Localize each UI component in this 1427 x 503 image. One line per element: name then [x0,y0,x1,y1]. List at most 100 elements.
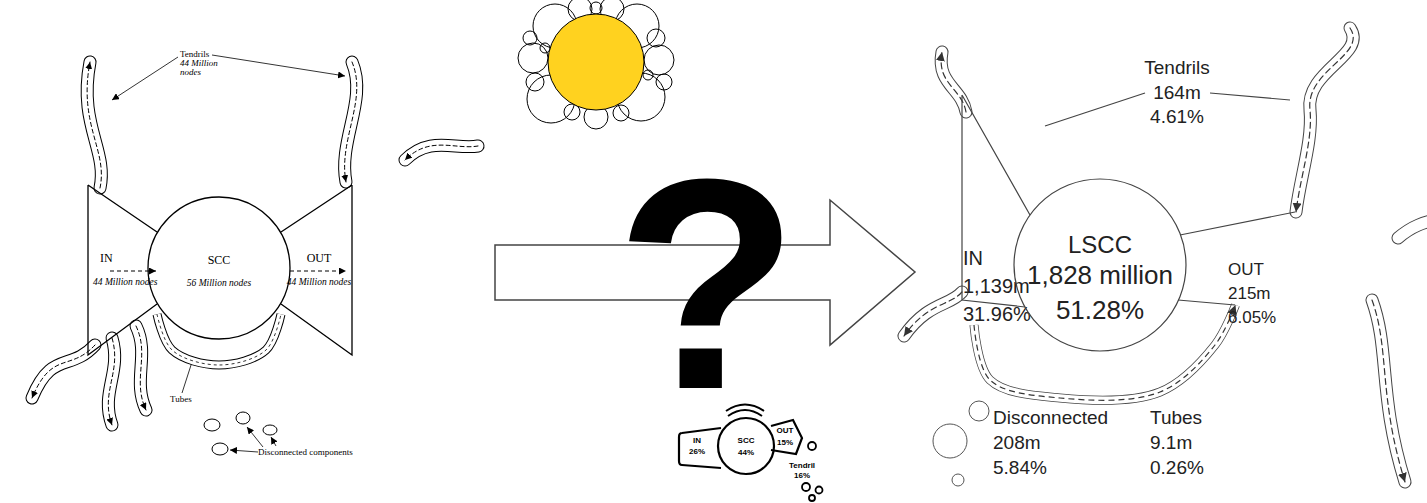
surrounding-circle [590,2,602,14]
component-outline [148,197,290,339]
flow-arrow [110,271,156,272]
tendril [1372,300,1405,482]
component-value: 56 Million nodes [187,278,251,289]
tendril [32,345,95,398]
leader-line [247,427,263,447]
tendril [136,326,146,410]
flow-arrow [110,271,346,272]
node-count: 9.1m [1150,432,1192,454]
component-value: 1,828 million [1027,261,1173,291]
share-value: 5.84% [993,457,1047,479]
leader-line [182,362,192,393]
tendril [1398,219,1427,238]
tendril [87,62,101,188]
tendril [405,145,478,160]
component-name: LSCC [1068,231,1132,259]
tendril-circle [816,487,823,494]
disconnected-component [933,401,989,486]
lscc-component: LSCC1,828 million 51.28% [1014,179,1186,351]
component-name: SCC [738,436,755,445]
tendril [904,292,962,336]
tendril [136,326,146,410]
disconnected-component [204,419,220,431]
tendril [108,338,114,425]
part-name: Tubes [170,394,192,404]
component-name: IN [693,436,701,445]
tendril [1372,300,1405,482]
surrounding-circle [523,31,537,45]
component-outline [88,185,157,355]
disconnected-component [236,412,250,424]
component-outline [281,185,352,355]
component-outline [1014,179,1186,351]
surrounding-circle [526,73,544,91]
tendril [1296,28,1353,212]
surrounding-circle [518,43,548,73]
in-component: IN44 Million nodes [88,185,157,355]
tendril-circle [802,483,810,491]
leader-line [112,57,178,100]
tendril [87,62,101,188]
disconnected-component [212,443,228,455]
tendril [345,62,357,182]
disconnected-component [952,474,964,486]
component-value: 15% [777,438,793,447]
leader-line [271,437,276,446]
tendril [32,345,95,398]
component-value: 44% [738,448,754,457]
tendril [1296,28,1353,212]
tendril [345,62,357,182]
surrounding-circle [656,74,672,90]
node-count: 208m [993,432,1041,454]
tendril [904,292,962,336]
tendril [108,338,114,425]
tendril [405,145,478,160]
node-count: 44 Million nodes [180,59,226,78]
tendril [136,326,146,410]
tendril [904,292,962,336]
tendril [32,345,95,398]
tendril [904,292,962,336]
component-name: OUT [1228,260,1264,280]
out-component: OUT215m6.05% [1195,215,1285,305]
tendril [1296,28,1353,212]
part-name: Tubes [1150,407,1202,429]
part-name: Disconnected [993,407,1108,429]
flow-arrow [290,271,346,272]
share-value: 16% [794,471,810,480]
disconnected-component [933,424,967,458]
node-count: 164m [1153,82,1201,104]
component-value: 26% [689,447,705,456]
component-value: 31.96% [963,303,1031,326]
tendril [87,62,101,188]
tendril-circle [809,495,815,501]
tendril [108,338,114,425]
component-value: 51.28% [1056,296,1144,326]
tendril [1372,300,1405,482]
sun-disc [548,14,644,110]
part-name: Tendrils [1144,57,1209,79]
component-name: OUT [307,252,332,266]
part-name: Tendrils [180,49,209,59]
tendril-circle [808,442,816,450]
tendril [1296,28,1353,212]
part-name: Tendril [789,461,815,470]
disconnected-component [969,401,989,421]
component-outline [1178,212,1295,305]
leader-line [1045,93,1145,126]
scc-component: SCC56 Million nodes [148,197,290,339]
component-outline [962,95,1030,307]
surrounding-circle [540,43,550,53]
component-outline [679,428,721,468]
question-mark: ? [615,134,798,434]
tendril [405,145,478,160]
surrounding-circle [518,0,674,129]
tendril [87,62,101,188]
tendril [32,345,95,398]
component-value: 44 Million nodes [287,277,351,288]
component-outline [88,185,157,355]
disconnected-component [263,425,277,435]
tendril [136,326,146,410]
component-name: IN [963,247,983,270]
